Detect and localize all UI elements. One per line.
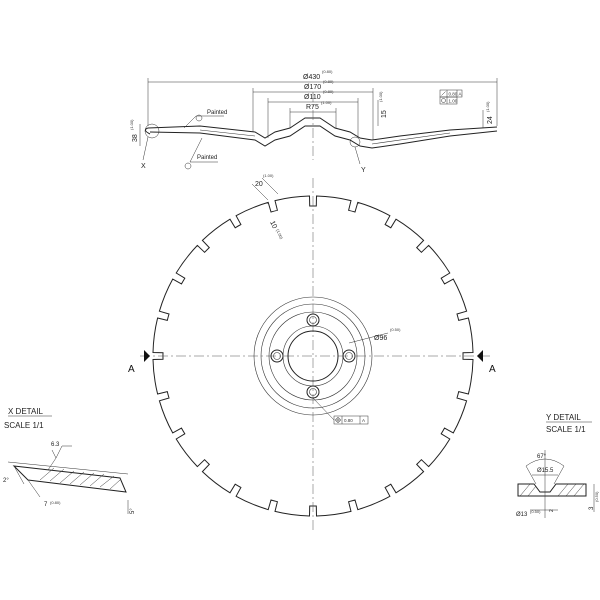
y-detail-scale: SCALE 1/1 (546, 425, 586, 434)
svg-text:0.80: 0.80 (344, 418, 353, 423)
disc-outline (152, 195, 474, 517)
section-arrow-right (477, 350, 483, 362)
svg-text:(1.00): (1.00) (378, 91, 383, 102)
y-detail-angle: 67° (537, 454, 547, 460)
disc-profile-lower (149, 125, 498, 149)
svg-text:(1.00): (1.00) (275, 228, 284, 240)
svg-text:(0.50): (0.50) (390, 327, 401, 332)
svg-text:(1.00): (1.00) (129, 119, 134, 130)
svg-text:A: A (459, 92, 462, 97)
gdt-frame-roundness: 1.00 (439, 96, 458, 105)
detail-y-marker: Y (361, 167, 366, 174)
y-detail-angle-arc (525, 458, 565, 467)
section-marker-left: A (128, 364, 135, 375)
dim-110: Ø110 (304, 94, 321, 101)
svg-text:(1.00): (1.00) (321, 100, 332, 105)
profile-view: Ø430 (0.80) Ø170 (0.80) Ø110 (0.80) R75 … (129, 69, 498, 174)
y-detail-height: 3 (589, 506, 595, 510)
y-detail-small: 2 (549, 509, 555, 512)
dim-15: 15 (381, 110, 388, 118)
svg-text:(1.00): (1.00) (485, 101, 490, 112)
svg-text:A: A (362, 418, 365, 423)
profile-left-edge (144, 127, 151, 135)
x-detail-title: X DETAIL (8, 407, 44, 416)
hub-ring-outer (253, 296, 373, 416)
svg-text:0.80: 0.80 (449, 92, 458, 97)
section-marker-right: A (489, 364, 496, 375)
y-detail: Y DETAIL SCALE 1/1 67° Ø15.5 Ø13 (0.50) … (516, 413, 599, 518)
dim-notch-depth: 10 (268, 220, 278, 230)
svg-text:(0.80): (0.80) (323, 89, 334, 94)
hub-ring-2 (260, 303, 366, 409)
y-detail-top-diameter: Ø15.5 (537, 468, 554, 474)
x-detail-scale: SCALE 1/1 (4, 421, 44, 430)
dim-notch-width: 20 (255, 181, 263, 188)
y-detail-hatch (519, 483, 585, 497)
hub-ring-3 (268, 311, 358, 401)
dim-hole-circle: Ø96 (374, 335, 387, 342)
svg-text:(0.80): (0.80) (322, 69, 333, 74)
roughness-symbol (51, 445, 72, 459)
x-detail-thickness: 7 (44, 502, 48, 508)
x-detail: X DETAIL SCALE 1/1 6.3 2° 7 (0.80) 5° (3, 407, 136, 514)
dim-170: Ø170 (304, 84, 321, 91)
detail-y-circle (349, 136, 361, 148)
x-detail-angle: 2° (3, 478, 9, 484)
detail-x-marker: X (141, 163, 146, 170)
dim-24: 24 (487, 116, 494, 124)
profile-inner-line (199, 129, 451, 145)
bolt-hole-right (342, 349, 356, 363)
bolt-hole-left (270, 349, 284, 363)
svg-text:1.00: 1.00 (449, 99, 458, 104)
plan-view: Ø96 (0.50) 0.80 A 20 (1.00) 10 (1.00) A … (128, 173, 496, 532)
gdt-frame-position: 0.80 A (333, 415, 369, 425)
y-detail-section (517, 483, 587, 497)
section-arrow-left (144, 350, 150, 362)
svg-text:(0.50): (0.50) (530, 509, 541, 514)
gdt-frame-flatness: 0.80 A (439, 89, 463, 98)
disc-profile-upper (147, 117, 498, 141)
dim-430: Ø430 (303, 74, 320, 81)
svg-text:(1.00): (1.00) (263, 173, 274, 178)
x-detail-section (12, 465, 127, 493)
painted-symbol-lower (184, 162, 192, 170)
dim-r75: R75 (306, 104, 319, 111)
roughness-value: 6.3 (51, 442, 60, 448)
svg-text:(0.80): (0.80) (50, 500, 61, 505)
painted-label-lower: Painted (197, 155, 217, 161)
bolt-hole-top (306, 313, 320, 327)
painted-symbol-upper (195, 114, 203, 122)
x-detail-edge-angle: 5° (130, 508, 136, 514)
detail-x-circle (144, 123, 160, 139)
y-detail-title: Y DETAIL (546, 413, 581, 422)
painted-label-upper: Painted (207, 110, 227, 116)
x-detail-hatch (39, 467, 121, 490)
dim-38: 38 (132, 134, 139, 142)
svg-text:(0.80): (0.80) (323, 79, 334, 84)
svg-text:(0.50): (0.50) (594, 491, 599, 502)
center-bore (287, 330, 339, 382)
y-detail-bottom-diameter: Ø13 (516, 512, 528, 518)
